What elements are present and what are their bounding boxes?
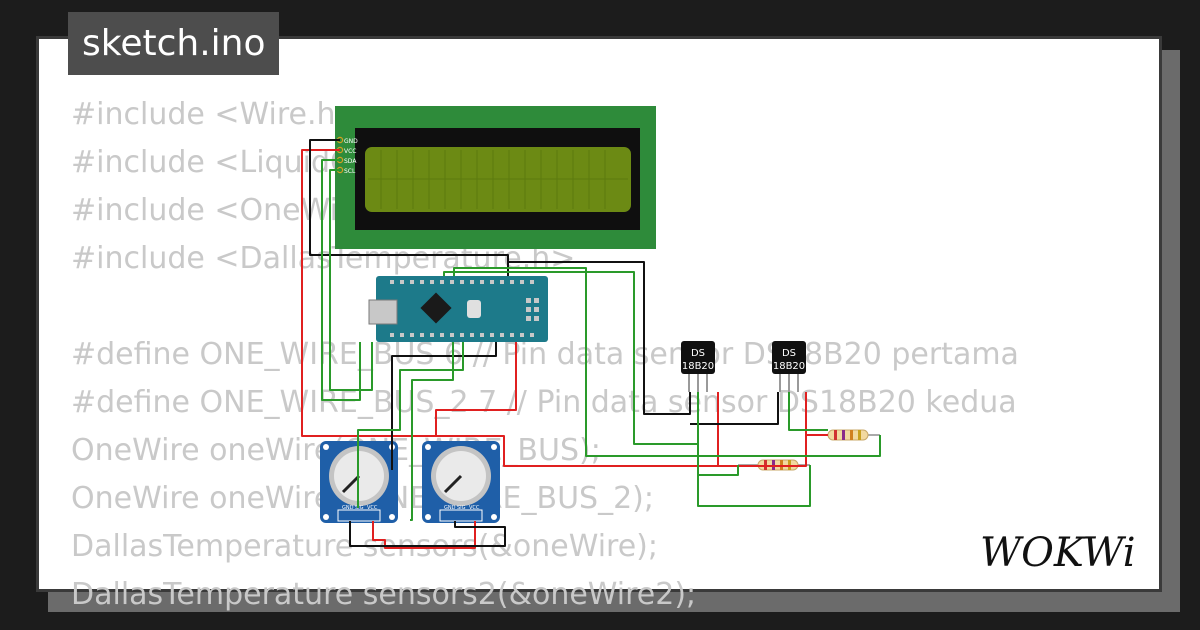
mount-hole [491,514,497,520]
mount-hole [389,514,395,520]
sensor-label: 18B20 [682,361,714,372]
arduino-nano [368,276,548,342]
nano-pin-row-top [390,280,534,284]
temperature-sensor-1: DS 18B20 [681,341,715,392]
wire-pot-signal [357,342,464,508]
sensor-label: DS [691,348,705,359]
code-preview: #include <Wire.h> #include <LiquidCrysta… [71,91,1161,612]
nano-board [376,276,548,342]
icsp-header [526,298,539,321]
pot-pin-label: SIG [355,505,364,511]
wokwi-logo: WOKWi [980,530,1136,576]
wire-scl [329,169,373,391]
usb-connector [368,299,398,325]
pot-pin-label: VCC [469,505,480,511]
wire-sensor-data [443,271,699,445]
nano-pin-row-bottom [390,333,534,337]
lcd-pin-label: GND [344,138,358,145]
mount-hole [425,514,431,520]
sensor-label: DS [782,348,796,359]
pot-pin-label: GND [342,505,354,511]
pot-pin-label: GND [444,505,456,511]
sensor-legs [688,374,708,392]
wire-gnd [508,261,691,415]
pot-knob-indicator [341,474,361,494]
wire-vcc [435,342,517,436]
pot-pin-label: VCC [367,505,378,511]
wires [301,139,881,549]
wire-pot-signal [410,342,454,521]
sensor-legs [779,374,799,392]
wire-sensor-data [453,267,881,457]
microcontroller-chip [420,292,452,324]
sensor-body [681,341,715,374]
sensor-body [772,341,806,374]
lcd-pin-label: SCL [344,168,356,175]
mount-hole [323,444,329,450]
wire-vcc [372,521,476,549]
lcd-display: GND VCC SDA SCL [335,106,656,249]
wokwi-logo-text: WOKWi [980,530,1136,576]
pot-pin-header [337,509,381,522]
code-line: DallasTemperature sensors2(&oneWire2); [71,577,697,612]
lcd-pin-label: VCC [344,148,356,155]
pot-pin-header [439,509,483,522]
sensor-label: 18B20 [773,361,805,372]
code-line: OneWire oneWire(ONE_WIRE_BUS); [71,433,601,468]
code-line: #define ONE_WIRE_BUS 6 // Pin data senso… [71,337,1019,372]
pot-pin-label: SIG [457,505,466,511]
mount-hole [323,514,329,520]
mount-hole [425,444,431,450]
reset-button [467,300,481,318]
lcd-pin-label: SDA [344,158,357,165]
mount-hole [491,444,497,450]
pot-knob-indicator [443,474,463,494]
wire-gnd [690,392,779,425]
lcd-character-grid [368,150,628,209]
wire-vcc [718,392,807,467]
wire-sensor-data [698,465,739,476]
wire-sda [321,159,361,401]
wire-sensor-data [788,392,828,431]
wire-gnd [349,521,506,547]
wire-gnd [391,342,497,470]
potentiometer-2: GND SIG VCC [422,441,500,523]
file-title-tab: sketch.ino [68,12,280,75]
temperature-sensor-2: DS 18B20 [772,341,806,392]
